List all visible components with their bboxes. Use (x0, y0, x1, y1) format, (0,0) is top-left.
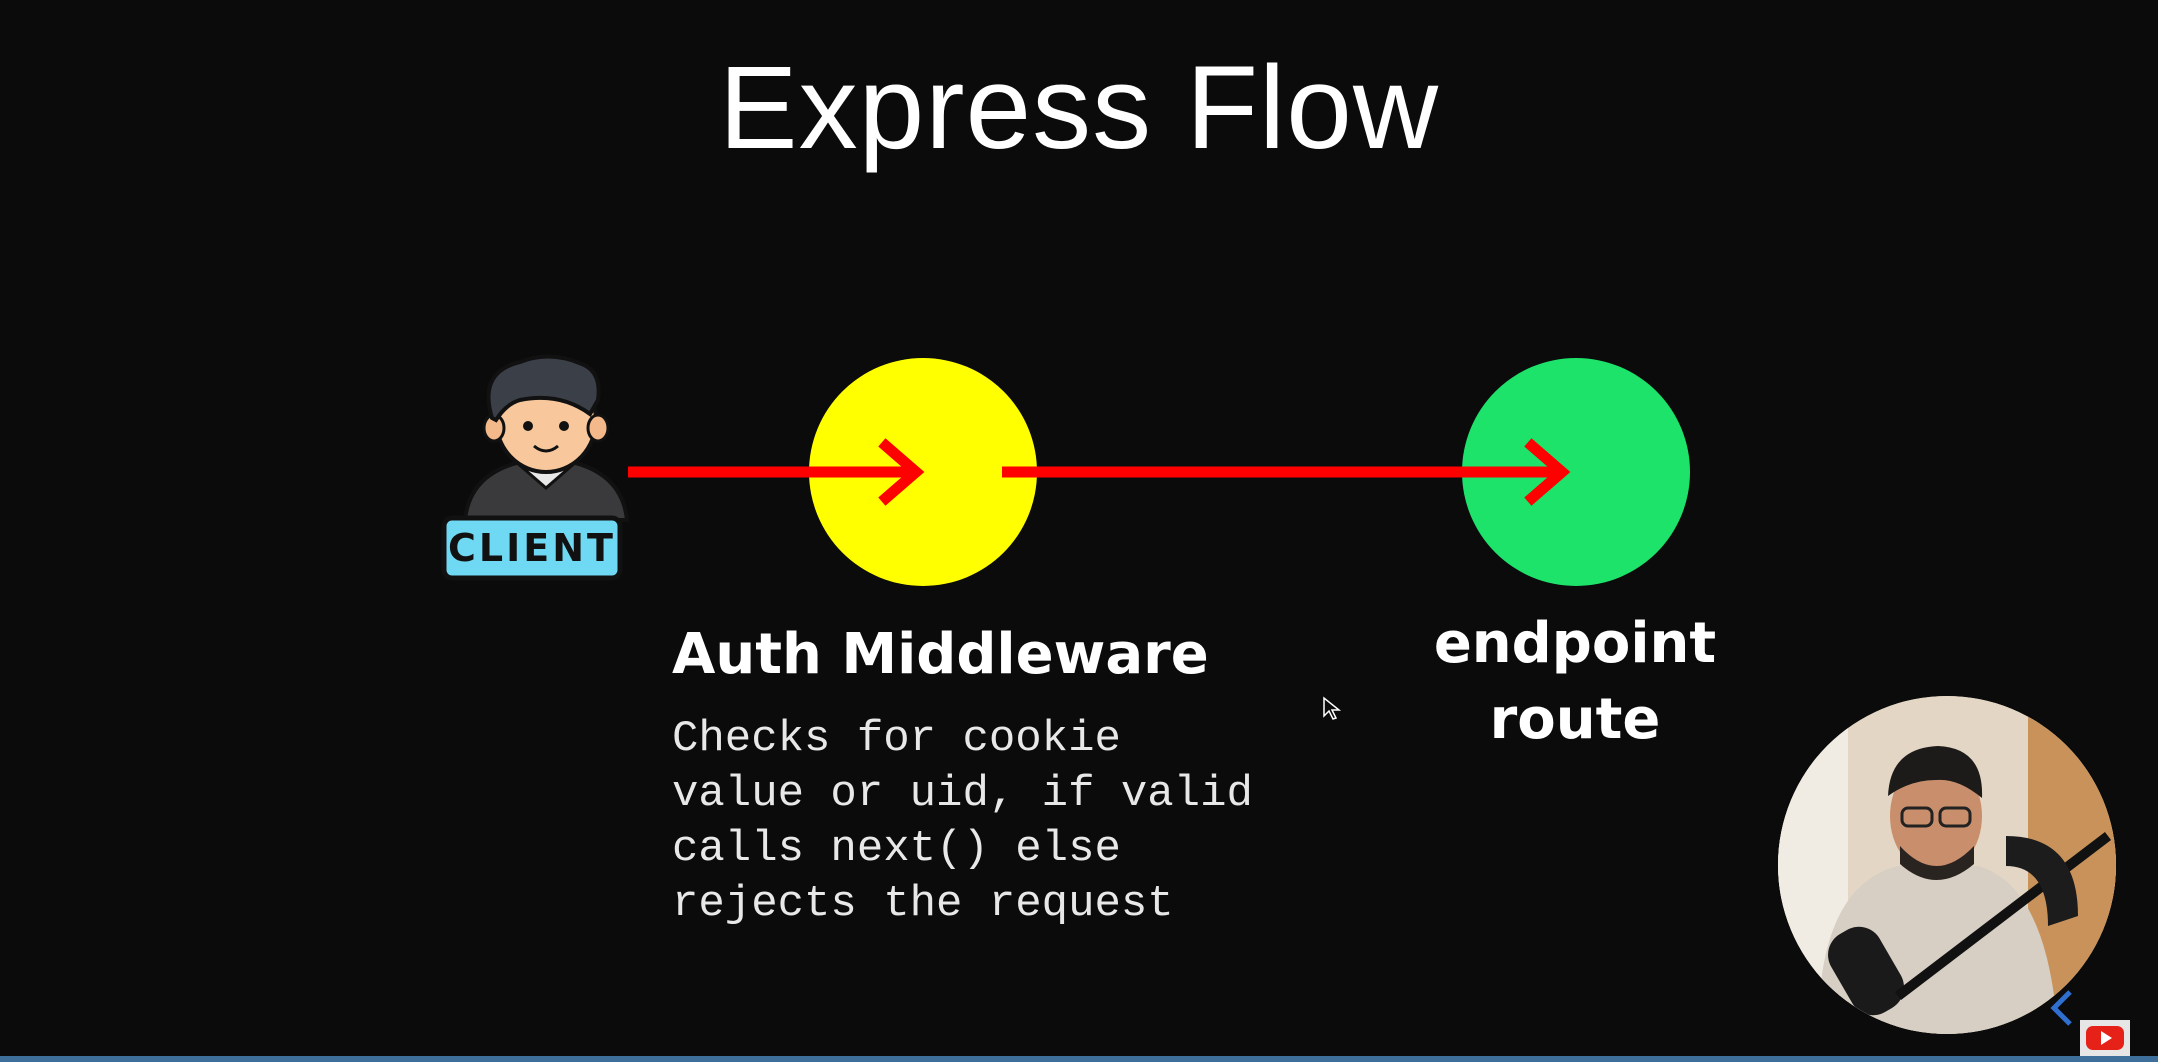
video-progress-bar[interactable] (0, 1056, 2158, 1062)
client-badge-label: CLIENT (448, 526, 616, 570)
auth-to-endpoint-arrow (1002, 438, 1571, 506)
endpoint-route-label: endpoint route (1433, 611, 1717, 752)
presenter-webcam (1778, 696, 2116, 1034)
endpoint-route-node (1462, 358, 1690, 586)
youtube-logo-icon[interactable] (2080, 1020, 2130, 1056)
chevron-left-icon[interactable] (2048, 988, 2078, 1028)
client-to-auth-arrow (628, 438, 925, 506)
slide-title: Express Flow (718, 42, 1440, 174)
auth-middleware-description: Checks for cookie value or uid, if valid… (672, 714, 1253, 929)
client-avatar-icon (441, 354, 630, 581)
mouse-cursor-icon (1323, 696, 1342, 720)
presenter-figure (1778, 696, 2116, 1034)
auth-middleware-label: Auth Middleware (672, 622, 1209, 687)
